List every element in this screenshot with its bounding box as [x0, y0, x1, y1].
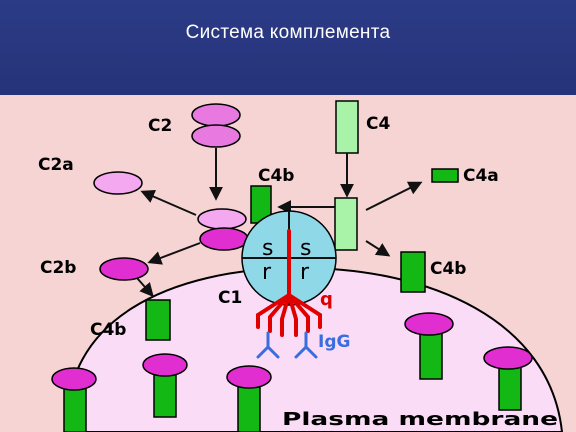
- q-label: q: [320, 289, 333, 310]
- igg-antibodies: [256, 331, 318, 359]
- c4-label: C4: [366, 114, 390, 134]
- c2a-arrow: [140, 190, 197, 216]
- c4-center-rect: [334, 197, 358, 251]
- c2-ellipse-top: [191, 103, 241, 127]
- c4b-right-arrow: [365, 240, 391, 257]
- c1-r-left: r: [262, 260, 272, 285]
- c1-label: C1: [218, 288, 242, 308]
- membrane-receptor-3: [226, 365, 272, 432]
- c1q-stalk: [256, 229, 322, 337]
- c2b-ellipse: [99, 257, 149, 281]
- c4b-left-label: C4b: [90, 320, 126, 340]
- c1-s-left: s: [262, 236, 273, 261]
- c2a-label: C2a: [38, 155, 74, 175]
- c4-rect: [335, 100, 359, 154]
- membrane-receptor-4: [404, 312, 454, 380]
- c2-center-bottom: [199, 227, 249, 251]
- c4a-arrow: [365, 181, 423, 211]
- c4b-top-label: C4b: [258, 166, 294, 186]
- complement-diagram: C2 C2a C2b C4 C4a C4b C4b C4b: [0, 95, 576, 432]
- membrane-receptor-2: [142, 353, 188, 418]
- slide-title: Система комплемента: [185, 22, 391, 43]
- c4a-label: C4a: [463, 166, 499, 186]
- c4b-left-rect: [145, 299, 171, 341]
- igg-label: IgG: [318, 332, 350, 352]
- c2-ellipse-bottom: [191, 124, 241, 148]
- c4b-right-rect: [400, 251, 426, 293]
- c2b-label: C2b: [40, 258, 76, 278]
- membrane-receptor-1: [51, 367, 97, 432]
- c2b-to-c4b-arrow: [136, 277, 154, 298]
- c2a-ellipse: [93, 171, 143, 195]
- c1-r-right: r: [300, 260, 310, 285]
- membrane-receptor-5: [483, 346, 533, 411]
- c1-s-right: s: [300, 236, 311, 261]
- c4b-right-label: C4b: [430, 259, 466, 279]
- c2b-arrow: [147, 242, 201, 265]
- c4a-rect: [431, 168, 459, 183]
- c2-label: C2: [148, 116, 172, 136]
- c2-center-top: [197, 208, 247, 230]
- plasma-membrane-label: Plasma membrane: [282, 409, 558, 430]
